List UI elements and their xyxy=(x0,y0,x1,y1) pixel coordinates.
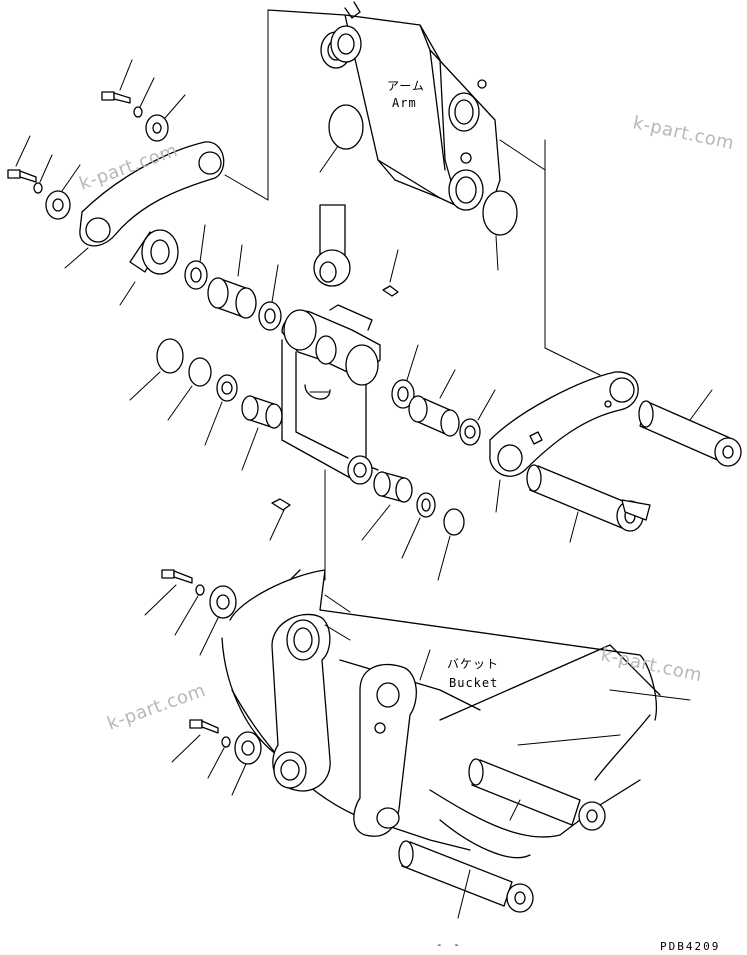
pin-right-lower xyxy=(526,464,651,543)
o-ring-lower-center xyxy=(437,508,465,581)
arm-top-bushing xyxy=(320,1,362,69)
arm-label-jp: アーム xyxy=(387,79,425,93)
o-ring-arm-left xyxy=(319,104,364,173)
seal-right-mid xyxy=(391,344,419,409)
spacer-bucket-upper xyxy=(199,585,237,656)
watermark: k-part.com xyxy=(631,112,736,154)
o-ring-left-mid xyxy=(167,357,212,421)
shim-plate-left xyxy=(129,338,184,401)
bolt-bucket-upper xyxy=(144,569,193,616)
seal-lower-center xyxy=(401,492,436,559)
bushing-left-upper xyxy=(207,244,257,319)
seal-left-mid xyxy=(204,374,238,446)
bushing-lower-center xyxy=(361,471,413,541)
arm-assembly xyxy=(267,9,501,216)
grease-fitting-top xyxy=(382,249,399,297)
seal-left-upper xyxy=(184,224,208,290)
bolt-top-left-a xyxy=(101,59,133,104)
seal-right-mid-b xyxy=(459,389,496,446)
spacer-top-left-a xyxy=(145,94,186,142)
grease-fitting-bottom xyxy=(269,498,291,541)
figure-code: PDB4209 xyxy=(660,940,720,953)
bucket xyxy=(221,469,691,919)
arm-label-en: Arm xyxy=(392,96,417,110)
right-link xyxy=(489,139,639,513)
spacer-bucket-lower xyxy=(231,731,262,796)
washer-bucket-lower xyxy=(207,736,231,779)
bolt-bucket-lower xyxy=(171,719,219,763)
bucket-label-en: Bucket xyxy=(449,676,498,690)
o-ring-arm-right xyxy=(482,190,518,271)
center-link xyxy=(281,204,381,485)
washer-top-left-b xyxy=(33,154,53,194)
footer-mark: - - xyxy=(436,938,462,951)
seal-left-upper-b xyxy=(258,264,282,331)
bushing-plate-left xyxy=(119,229,179,306)
bushing-left-mid xyxy=(241,395,283,471)
washer-bucket-upper xyxy=(174,584,205,636)
bushing-right-mid xyxy=(408,369,460,437)
bucket-label-jp: バケット xyxy=(447,657,499,671)
spacer-top-left-b xyxy=(45,164,81,220)
left-link xyxy=(64,9,269,269)
bolt-top-left-b xyxy=(7,135,37,183)
washer-top-left-a xyxy=(133,77,155,118)
pin-right-upper xyxy=(638,389,742,467)
